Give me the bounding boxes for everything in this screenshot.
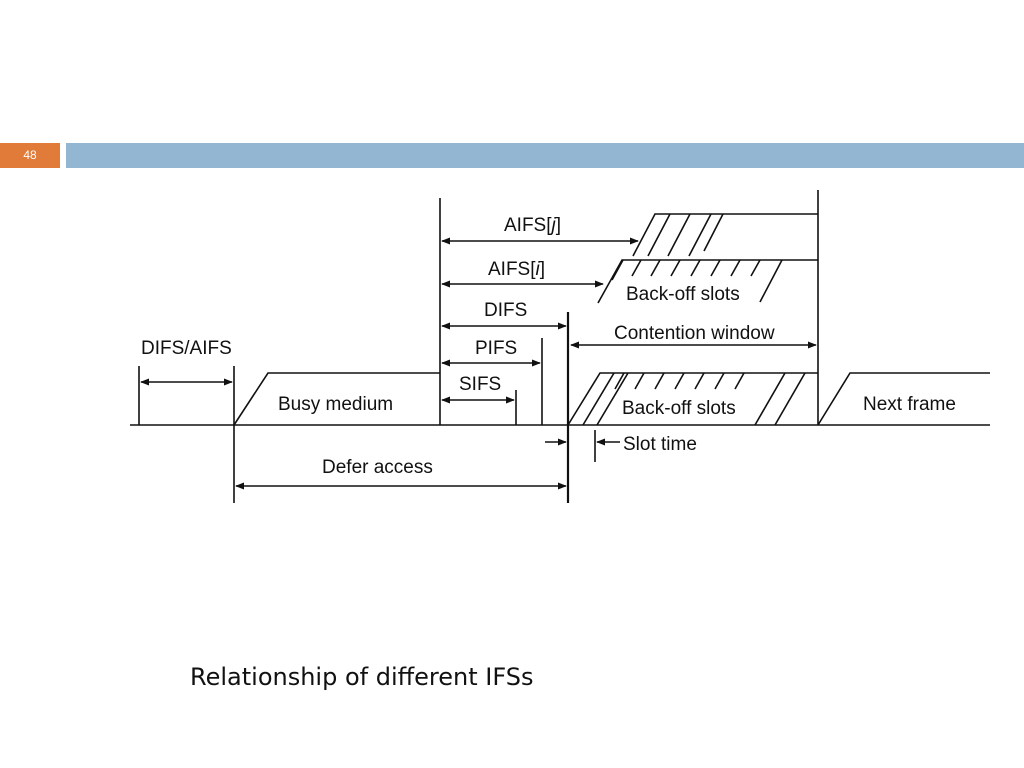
difs-slot-hatch [714,372,725,390]
slide-number-badge: 48 [0,143,60,168]
difs-slot-hatch [674,372,685,390]
aifs-i-slot-hatch [650,259,661,277]
aifs-i-slot-hatch [710,259,721,277]
aifs-i-slot-hatch [631,259,642,277]
busy-medium-label: Busy medium [278,394,393,415]
difs-slot-hatch [774,372,806,426]
difs-aifs-label: DIFS/AIFS [141,338,232,359]
aifs-j-slot-hatch [667,213,691,257]
difs-label: DIFS [484,300,527,321]
pifs-label: PIFS [475,338,517,359]
difs-slot-hatch [634,372,645,390]
aifs-j-slot-hatch [688,213,712,257]
backoff-slots-lower-label: Back-off slots [622,398,736,419]
aifs-j-slot-hatch [647,213,671,257]
difs-backoff-frame [567,372,818,426]
aifs-i-backoff-frame [597,259,818,304]
aifs-i-slot-hatch [690,259,701,277]
next-frame-label: Next frame [863,394,956,415]
defer-access-label: Defer access [322,457,433,478]
aifs-i-slot-hatch [750,259,761,277]
backoff-slots-upper-label: Back-off slots [626,284,740,305]
difs-slot-hatch [754,372,786,426]
sifs-label: SIFS [459,374,501,395]
aifs-i-slot-hatch [611,259,624,281]
aifs-i-slot-hatch [730,259,741,277]
difs-slot-hatch [582,372,615,426]
difs-slot-hatch [694,372,705,390]
slide-number: 48 [23,148,37,162]
aifs-i-label: AIFS[i] [488,259,545,280]
header-bar [66,143,1024,168]
aifs-j-backoff-frame [632,213,818,257]
slot-time-label: Slot time [623,434,697,455]
difs-slot-hatch [734,372,745,390]
aifs-i-slot-hatch [670,259,681,277]
aifs-j-slot-hatch [703,213,724,252]
busy-medium-frame [233,372,440,426]
next-frame-shape [817,372,990,426]
contention-window-label: Contention window [614,323,775,344]
aifs-j-label: AIFS[j] [504,215,561,236]
difs-slot-hatch [596,372,629,426]
aifs-i-slot-hatch [759,259,783,303]
figure-caption: Relationship of different IFSs [190,663,534,691]
difs-slot-hatch [614,372,625,390]
difs-slot-hatch [654,372,665,390]
